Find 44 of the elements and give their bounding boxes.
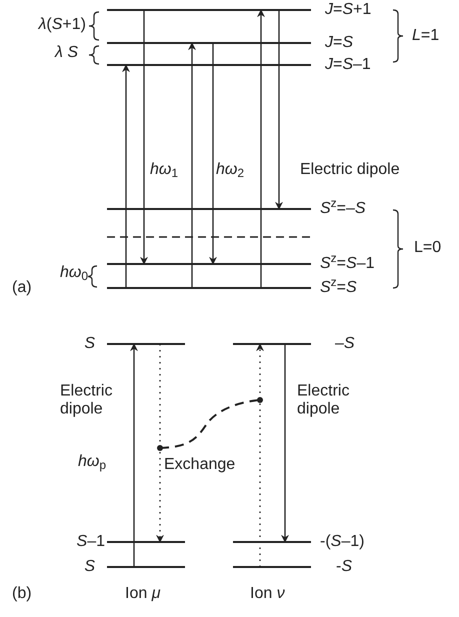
transition-label: hω$_{2}$	[216, 160, 244, 180]
interaction-label: Exchange	[164, 456, 236, 474]
arrow	[257, 9, 265, 288]
energy-level-line	[107, 42, 311, 44]
energy-level-line	[107, 287, 311, 289]
energy-level-line	[107, 208, 311, 210]
level-label: S$^{z}$=S–1	[320, 256, 374, 272]
energy-gap-label: hω$_{0}$	[60, 264, 88, 282]
energy-level-line	[233, 566, 311, 568]
axis-category-label: Ion μ	[125, 584, 160, 604]
energy-level-line	[107, 541, 185, 543]
arrow	[130, 343, 138, 567]
dotted-arrow	[256, 343, 264, 567]
level-label: S–1	[76, 534, 105, 550]
energy-level-line	[233, 343, 311, 345]
level-label: -S	[336, 559, 352, 575]
transition-label: hω$_{p}$	[78, 452, 106, 472]
arrow	[188, 42, 196, 288]
level-label: -(S–1)	[320, 534, 364, 550]
level-label: S	[84, 336, 95, 352]
level-label: J=S–1	[325, 57, 371, 73]
energy-level-line	[107, 566, 185, 568]
energy-level-line	[107, 9, 311, 11]
panel-label: (a)	[12, 278, 32, 298]
arrow	[122, 64, 130, 288]
level-label: S$^{z}$=–S	[320, 201, 366, 217]
energy-level-line	[107, 64, 311, 66]
energy-level-line	[233, 541, 311, 543]
level-label: S	[84, 559, 95, 575]
level-label: –S	[335, 336, 355, 352]
level-label: J=S	[325, 35, 354, 51]
arrow	[275, 10, 283, 210]
panel-label: (b)	[12, 584, 32, 604]
energy-level-line	[107, 343, 185, 345]
energy-gap-label: λ(S+1)	[38, 16, 86, 34]
level-label: J=S+1	[325, 2, 372, 18]
dotted-arrow	[156, 344, 164, 543]
energy-level-line	[107, 263, 311, 265]
arrow	[281, 344, 289, 543]
level-label: S$^{z}$=S	[320, 280, 357, 296]
arrow	[140, 10, 148, 265]
arrow	[209, 43, 217, 265]
transition-type-label: Electric dipole	[300, 160, 400, 180]
transition-label: hω$_{1}$	[150, 160, 178, 180]
